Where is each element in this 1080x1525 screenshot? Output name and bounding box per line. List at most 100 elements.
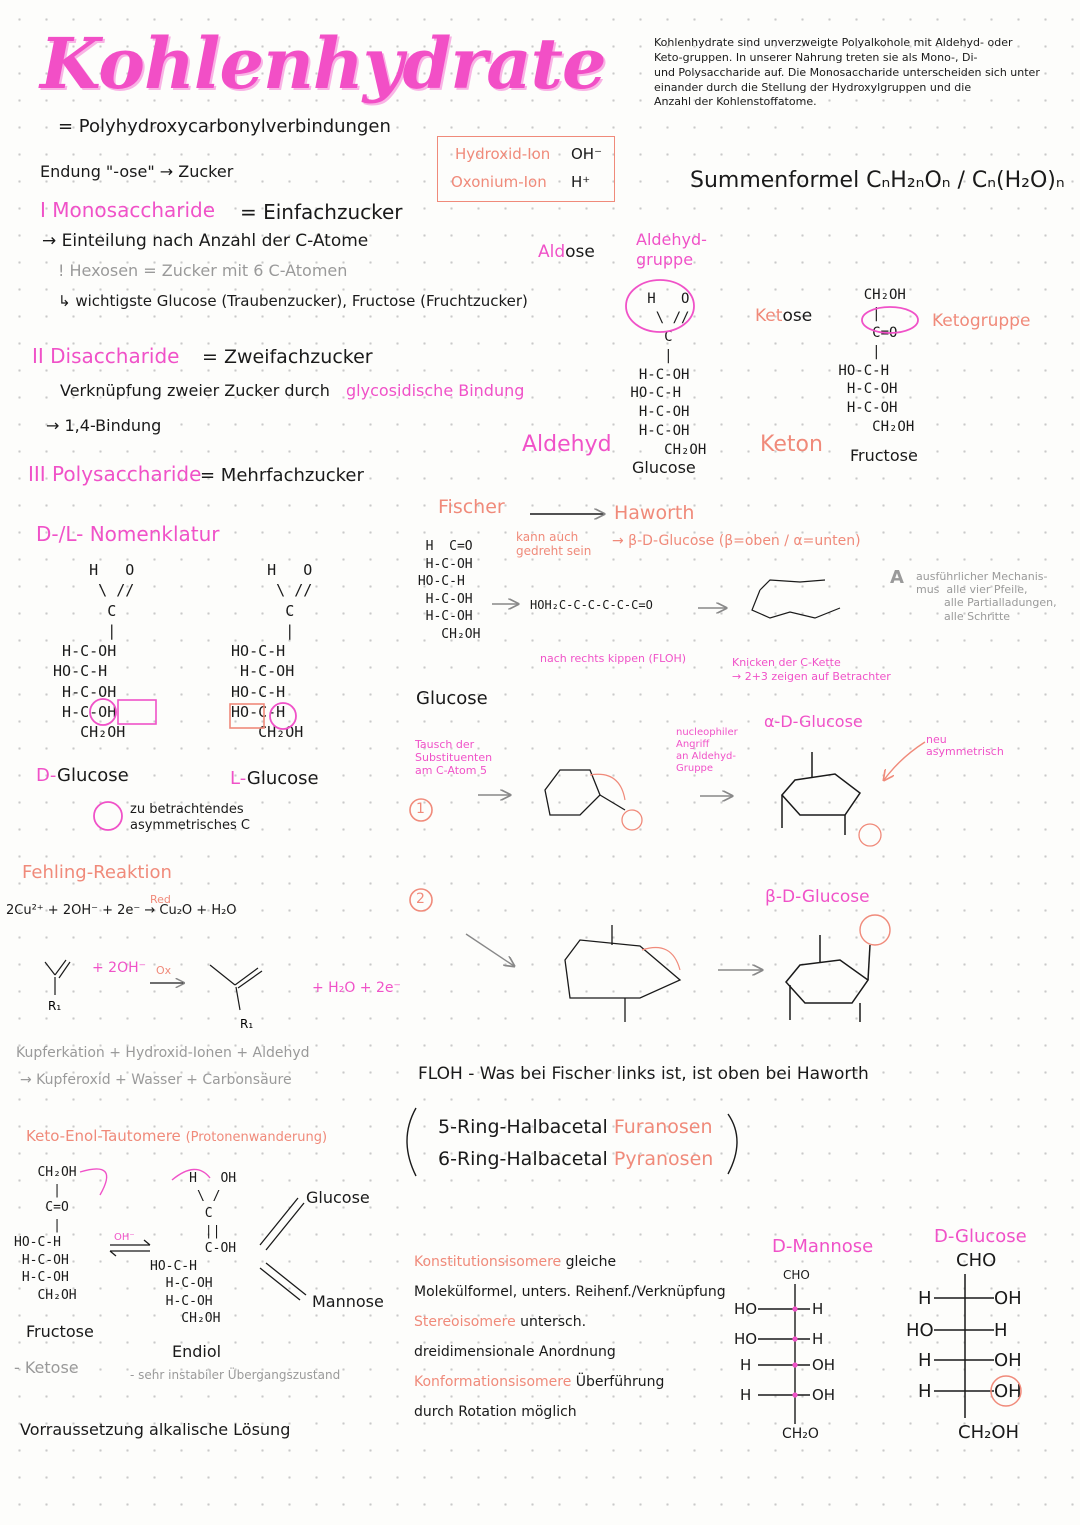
glucose-row1-right: OH [994,1288,1022,1309]
ring-five: 5-Ring-Halbacetal Furanosen [438,1116,713,1138]
formula-line: H-C-OH [14,1252,69,1268]
ring-sketch-step1 [544,769,626,816]
fructose-enol-formula: CH₂OH | C=O | HO-C-H H-C-OH H-C-OH CH₂OH [14,1164,77,1304]
isomer-line5-rest: Überführung [575,1374,665,1390]
furanosen: Furanosen [613,1116,713,1138]
beta-definition: → β-D-Glucose (β=oben / α=unten) [612,533,861,549]
formula-line: H-C-OH [622,404,690,421]
ketose-label: Ketose [755,306,812,326]
formula-line: || [150,1223,221,1239]
formula-line: HO-C-H [222,682,286,701]
isomer-line5: Konformationsisomere Überführung [414,1374,664,1390]
glucose-row3-right: OH [994,1350,1022,1371]
ox-label: Ox [156,964,172,977]
d-asym-carbon-circle [89,698,117,726]
mannose-fischer-lines [758,1284,810,1424]
intro-paragraph: Kohlenhydrate sind unverzweigte Polyalko… [654,36,1040,110]
di-eq: = Zweifachzucker [202,346,373,368]
tilt-caption: nach rechts kippen (FLOH) [540,652,687,665]
tautomer-endiol: Endiol [172,1342,222,1361]
intro-line: Kohlenhydrate sind unverzweigte Polyalko… [654,36,1013,49]
isomer-line1-rest: gleiche [565,1254,617,1270]
intro-line: einander durch die Stellung der Hydroxyl… [654,80,972,94]
formula-line: HO-C-H [830,362,890,379]
fehling-aldehyde-sketch [44,959,263,1011]
di-line1: Verknüpfung zweier Zucker durch [60,381,330,400]
mannose-row1-left: HO [734,1300,758,1318]
l-prefix: L- [230,768,247,789]
glucose-top: CHO [956,1250,997,1271]
mannose-equilibrium-arrow [259,1262,307,1301]
stereoisomere: Stereoisomere [414,1314,516,1330]
mannose-row4-left: H [740,1386,752,1404]
proton-arrow [79,1168,108,1196]
step-1-circle [409,798,433,822]
isomer-line4: dreidimensionale Anordnung [414,1344,616,1360]
fischer-glucose-name: Glucose [416,688,488,709]
alpha-oh-circle [858,823,882,847]
pointer-arrow [884,741,926,780]
dl-heading: D-/L- Nomenklatur [36,522,220,546]
isomer-line2: Molekülformel, unters. Reihenf./Verknüpf… [414,1284,726,1300]
mannose-top: CHO [783,1268,810,1282]
formula-line: H OH [150,1171,237,1186]
formula-line: \ // [44,581,135,600]
formula-line: C [150,1206,213,1222]
keto-group-label: Ketogruppe [932,311,1031,331]
aldehyde-group-label: Aldehyd- gruppe [636,230,707,269]
d-prefix: D- [36,765,58,786]
l-asym-carbon-circle [269,702,297,730]
endiol-formula: H OH \ / C || C-OH HO-C-H H-C-OH H-C-OH … [150,1170,236,1328]
formula-line: CH₂OH [830,419,915,436]
l-name: Glucose [246,768,319,789]
formula-line: CH₂OH [14,1165,77,1180]
nucleophilic-attack-note: nucleophiler Angriff an Aldehyd- Gruppe [676,727,738,774]
tautomer-title: Keto-Enol-Tautomere [26,1127,181,1145]
formula-line: H-C-OH [410,556,473,572]
formula-line: | [14,1217,61,1233]
formula-line: C [222,601,295,620]
formula-line: H-C-OH [830,400,898,417]
tautomer-glucose: Glucose [306,1188,370,1207]
formula-line: \ // [622,309,690,326]
glucose-row2-left: HO [906,1320,934,1341]
l-glucose-formula: H O \ // C | HO-C-H H-C-OH HO-C-H HO-C-H… [222,560,312,742]
beta-glucose-label: β-D-Glucose [765,887,870,907]
formula-line: C-OH [150,1241,237,1257]
isomer-line3-rest: untersch. [520,1314,587,1330]
ring-sketch-step2 [564,925,682,1022]
formula-line: HO-C-H [222,642,286,660]
step-2-marker: 2 [416,891,425,907]
floh-rule: FLOH - Was bei Fischer links ist, ist ob… [418,1064,869,1084]
glucose-name: Glucose [632,458,696,477]
mannose-row2-right: H [812,1330,824,1348]
endiol-note: - sehr instabiler Übergangszustand [130,1368,341,1382]
intro-line: und Polysaccharide auf. Die Monosacchari… [654,65,1040,79]
haworth-label: Haworth [614,502,695,524]
formula-line: | [622,347,673,364]
fischer-label: Fischer [438,496,505,518]
tautomer-mannose: Mannose [312,1292,384,1311]
formula-line: CH₂OH [14,1287,77,1303]
glucose-row3-left: H [918,1350,932,1371]
oxonium-formula: H⁺ [571,173,591,191]
fehling-note2: → Kupferoxid + Wasser + Carbonsäure [20,1072,292,1088]
ring-six: 6-Ring-Halbacetal Pyranosen [438,1148,713,1170]
formula-line: CH₂OH [44,723,126,741]
pyranosen: Pyranosen [613,1148,714,1170]
glucose-row1-left: H [918,1288,932,1309]
aldose-prefix: Ald [538,242,566,262]
glucose-oh-circle [990,1375,1022,1407]
formula-line: H-C-OH [410,591,473,607]
ketose-prefix: Ket [755,306,783,326]
aldose-formula: H O \ // C | H-C-OH HO-C-H H-C-OH H-C-OH… [622,290,706,460]
right-bracket [727,1113,738,1175]
fructose-name: Fructose [850,446,918,465]
proton-arrow [171,1168,211,1181]
fehling-eq2-mid: + 2OH⁻ [92,960,147,976]
formula-line: H O [622,291,690,307]
formula-line: | [222,621,295,640]
mono-line3: ↳ wichtigste Glucose (Traubenzucker), Fr… [58,292,528,310]
glucose-row2-right: H [994,1320,1008,1341]
formula-line: H-C-OH [150,1293,213,1309]
